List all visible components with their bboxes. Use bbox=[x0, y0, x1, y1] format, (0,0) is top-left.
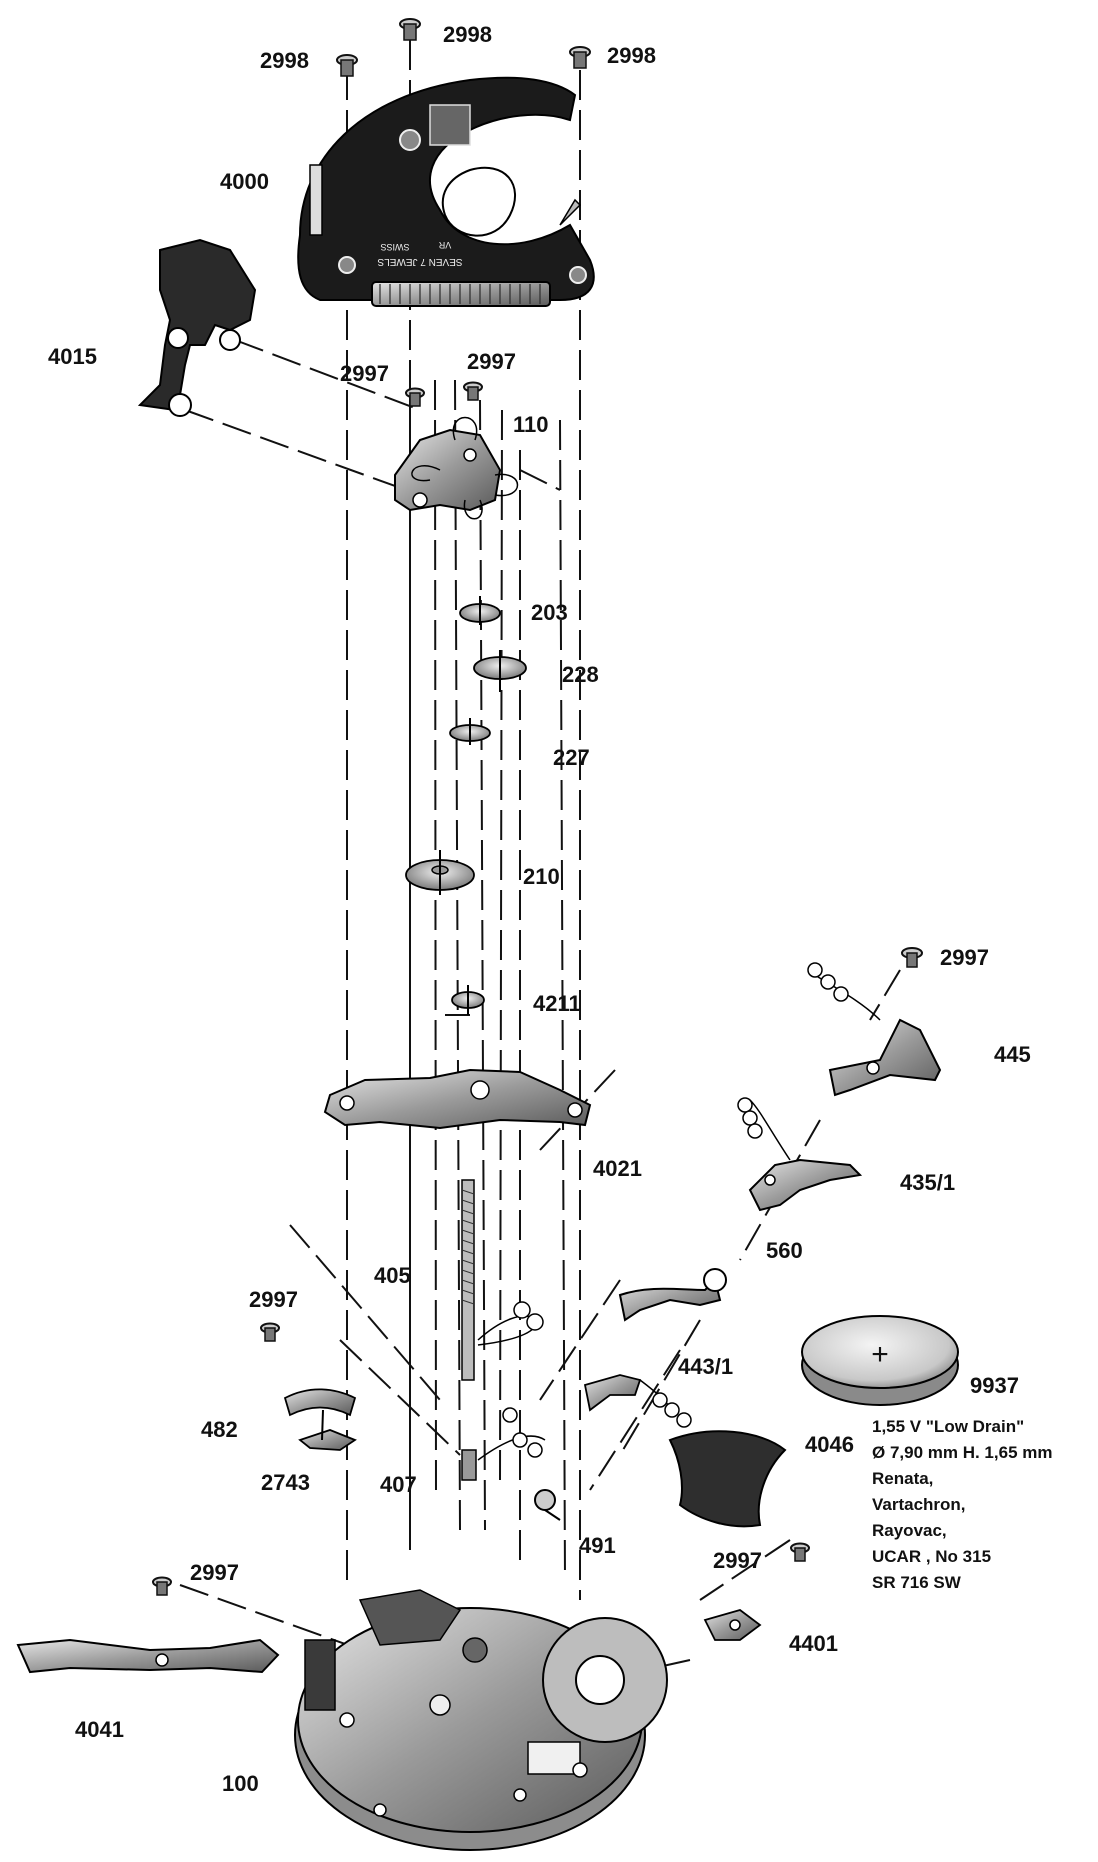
bridge-4021 bbox=[323, 1068, 592, 1130]
spec-brand-renata: Renata, bbox=[872, 1469, 934, 1488]
label-227: 227 bbox=[553, 745, 590, 770]
wheel-203 bbox=[459, 596, 501, 625]
label-2997-c: 2997 bbox=[940, 945, 989, 970]
module-code-text: VR bbox=[438, 240, 451, 250]
wheel-4211 bbox=[451, 985, 485, 1015]
label-435-1: 435/1 bbox=[900, 1170, 955, 1195]
wheel-227 bbox=[449, 718, 491, 745]
label-407: 407 bbox=[380, 1472, 417, 1497]
label-2997-a: 2997 bbox=[340, 361, 389, 386]
label-560: 560 bbox=[766, 1238, 803, 1263]
electronic-module-4000: SEVEN 7 JEWELS SWISS VR bbox=[297, 76, 595, 307]
label-482: 482 bbox=[201, 1417, 238, 1442]
insulator-4015 bbox=[137, 238, 257, 417]
label-100: 100 bbox=[222, 1771, 259, 1796]
screw-2998-right bbox=[569, 46, 591, 69]
spec-code: SR 716 SW bbox=[872, 1573, 961, 1592]
lever-435-1 bbox=[737, 1097, 863, 1212]
screw-2997-d bbox=[260, 1322, 280, 1342]
screw-2998-left bbox=[336, 54, 358, 77]
part-443-1 bbox=[583, 1374, 692, 1428]
label-4015: 4015 bbox=[48, 344, 97, 369]
label-4046: 4046 bbox=[805, 1432, 854, 1457]
wheel-228 bbox=[473, 650, 527, 692]
lever-445 bbox=[807, 962, 942, 1097]
spring-560 bbox=[618, 1268, 727, 1322]
label-210: 210 bbox=[523, 864, 560, 889]
battery-plus-sign: + bbox=[871, 1338, 889, 1371]
label-2997-d: 2997 bbox=[249, 1287, 298, 1312]
part-407 bbox=[461, 1407, 546, 1481]
winding-stem-405 bbox=[461, 1179, 544, 1381]
label-2998-center: 2998 bbox=[443, 22, 492, 47]
label-4401: 4401 bbox=[789, 1631, 838, 1656]
label-2743: 2743 bbox=[261, 1470, 310, 1495]
bridge-4041 bbox=[16, 1638, 280, 1674]
main-plate-100 bbox=[294, 1589, 668, 1851]
label-228: 228 bbox=[562, 662, 599, 687]
part-4401 bbox=[703, 1609, 762, 1641]
label-4211: 4211 bbox=[533, 991, 581, 1016]
part-482 bbox=[283, 1388, 357, 1451]
label-445: 445 bbox=[994, 1042, 1031, 1067]
spec-brand-vartachron: Vartachron, bbox=[872, 1495, 966, 1514]
label-405: 405 bbox=[374, 1263, 411, 1288]
spec-brand-ucar: UCAR , No 315 bbox=[872, 1547, 992, 1566]
label-110: 110 bbox=[513, 412, 549, 437]
label-203: 203 bbox=[531, 600, 568, 625]
label-4041: 4041 bbox=[75, 1717, 124, 1742]
part-labels: 2998 2998 2998 4000 4015 2997 2997 110 2… bbox=[48, 22, 1031, 1796]
label-4000: 4000 bbox=[220, 169, 269, 194]
spec-voltage: 1,55 V "Low Drain" bbox=[872, 1417, 1025, 1436]
screw-2997-f bbox=[790, 1542, 810, 1562]
spec-brand-rayovac: Rayovac, bbox=[872, 1521, 947, 1540]
battery-9937: + bbox=[801, 1315, 959, 1406]
label-2997-b: 2997 bbox=[467, 349, 516, 374]
screw-2997-b bbox=[463, 381, 483, 401]
battery-specification: 1,55 V "Low Drain" Ø 7,90 mm H. 1,65 mm … bbox=[872, 1414, 1052, 1596]
label-2998-left: 2998 bbox=[260, 48, 309, 73]
wheel-210 bbox=[405, 850, 475, 895]
screw-2998-center bbox=[399, 18, 421, 41]
label-4021: 4021 bbox=[593, 1156, 642, 1181]
label-2997-e: 2997 bbox=[190, 1560, 239, 1585]
screw-2997-a bbox=[405, 387, 425, 407]
insulator-4046 bbox=[668, 1430, 787, 1528]
spec-dimensions: Ø 7,90 mm H. 1,65 mm bbox=[872, 1443, 1053, 1462]
module-origin-text: SWISS bbox=[380, 242, 409, 252]
label-491: 491 bbox=[579, 1533, 616, 1558]
module-jewel-text: SEVEN 7 JEWELS bbox=[377, 256, 462, 267]
part-491 bbox=[534, 1489, 561, 1521]
label-2997-f: 2997 bbox=[713, 1548, 762, 1573]
label-9937: 9937 bbox=[970, 1373, 1019, 1398]
screw-2997-c bbox=[901, 947, 923, 968]
label-2998-right: 2998 bbox=[607, 43, 656, 68]
screw-2997-e bbox=[152, 1576, 172, 1596]
train-bridge-110 bbox=[394, 416, 519, 520]
label-443-1: 443/1 bbox=[678, 1354, 733, 1379]
